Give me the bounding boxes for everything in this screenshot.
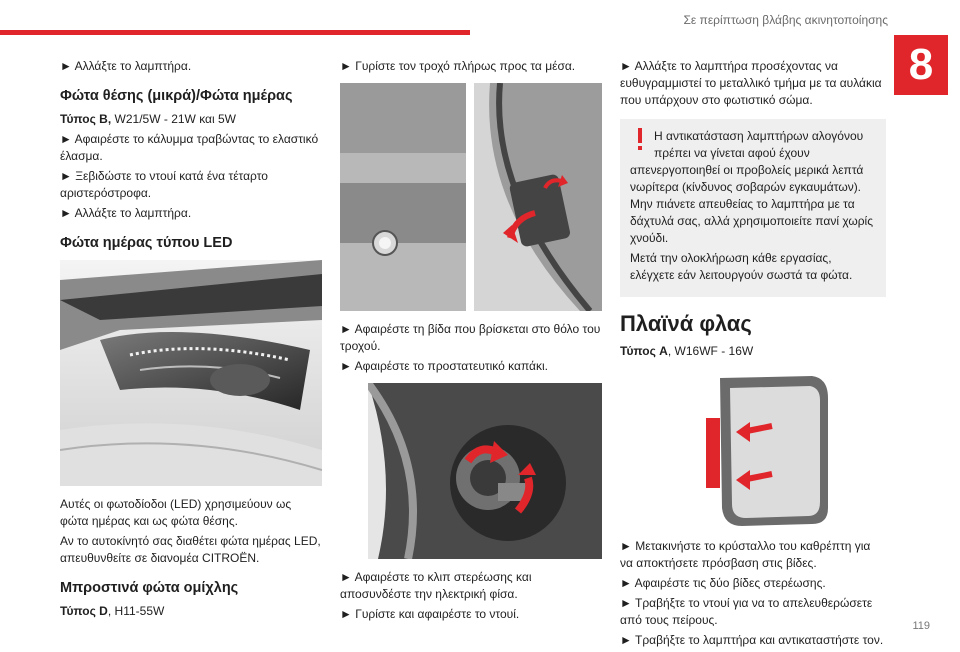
instruction-remove-screw: Αφαιρέστε τη βίδα που βρίσκεται στο θόλο…: [340, 321, 606, 355]
instruction-change-bulb: Αλλάξτε το λαμπτήρα.: [60, 58, 322, 75]
warning-text-check: Μετά την ολοκλήρωση κάθε εργασίας, ελέγχ…: [630, 251, 853, 282]
type-value: , W16WF - 16W: [667, 344, 754, 358]
led-description: Αυτές οι φωτοδίοδοι (LED) χρησιμεύουν ως…: [60, 497, 292, 528]
type-value: W21/5W - 21W και 5W: [111, 112, 236, 126]
column-right: Αλλάξτε το λαμπτήρα προσέχοντας να ευθυγ…: [620, 58, 886, 652]
type-label: Τύπος B,: [60, 112, 112, 126]
instruction-pull-holder: Τραβήξτε το ντουί για να το απελευθερώσε…: [620, 595, 886, 629]
instruction-remove-clip: Αφαιρέστε το κλιπ στερέωσης και αποσυνδέ…: [340, 569, 606, 603]
instruction-change-bulb-2: Αλλάξτε το λαμπτήρα.: [60, 205, 322, 222]
heading-fog-lights: Μπροστινά φώτα ομίχλης: [60, 580, 239, 596]
led-headlamp-illustration: [60, 260, 322, 486]
header-accent-bar: [0, 30, 470, 35]
heading-side-indicators: Πλαϊνά φλας: [620, 311, 752, 336]
instruction-remove-screws: Αφαιρέστε τις δύο βίδες στερέωσης.: [620, 575, 886, 592]
heading-position-lights: Φώτα θέσης (μικρά)/Φώτα ημέρας: [60, 88, 293, 104]
led-dealer-note: Αν το αυτοκίνητό σας διαθέτει φώτα ημέρα…: [60, 534, 321, 565]
chapter-badge: 8: [894, 35, 948, 95]
bulb-type-d: Τύπος D, H11-55W: [60, 603, 322, 620]
instruction-replace-bulb: Τραβήξτε το λαμπτήρα και αντικαταστήστε …: [620, 632, 886, 649]
type-label: Τύπος D: [60, 604, 108, 618]
heading-led-lights: Φώτα ημέρας τύπου LED: [60, 235, 233, 251]
side-mirror-illustration: [702, 368, 832, 528]
bulb-type-a: Τύπος A, W16WF - 16W: [620, 343, 886, 360]
page-number: 119: [912, 620, 930, 632]
instruction-remove-holder: Γυρίστε και αφαιρέστε το ντουί.: [340, 606, 606, 623]
type-value: , H11-55W: [107, 604, 165, 618]
fog-lamp-holder-illustration: [368, 383, 602, 559]
type-label: Τύπος A: [620, 344, 668, 358]
column-middle: Γυρίστε τον τροχό πλήρως προς τα μέσα. Α…: [340, 58, 606, 626]
instruction-remove-cover: Αφαιρέστε το κάλυμμα τραβώντας το ελαστι…: [60, 131, 322, 165]
column-left: Αλλάξτε το λαμπτήρα. Φώτα θέσης (μικρά)/…: [60, 58, 322, 623]
instruction-move-mirror: Μετακινήστε το κρύσταλλο του καθρέπτη γι…: [620, 538, 886, 572]
bulb-type-b: Τύπος B, W21/5W - 21W και 5W: [60, 111, 322, 128]
page-header-title: Σε περίπτωση βλάβης ακινητοποίησης: [683, 13, 888, 27]
instruction-align-bulb: Αλλάξτε το λαμπτήρα προσέχοντας να ευθυγ…: [620, 58, 886, 109]
fog-lamp-wheel-arch-illustration: [340, 83, 602, 311]
instruction-unscrew-holder: Ξεβιδώστε το ντουί κατά ένα τέταρτο αρισ…: [60, 168, 322, 202]
warning-box: Η αντικατάσταση λαμπτήρων αλογόνου πρέπε…: [620, 119, 886, 297]
warning-text-halogen: Η αντικατάσταση λαμπτήρων αλογόνου πρέπε…: [630, 129, 873, 245]
instruction-remove-cap: Αφαιρέστε το προστατευτικό καπάκι.: [340, 358, 606, 375]
warning-exclamation-icon: [638, 128, 642, 150]
instruction-turn-wheel: Γυρίστε τον τροχό πλήρως προς τα μέσα.: [340, 58, 606, 75]
